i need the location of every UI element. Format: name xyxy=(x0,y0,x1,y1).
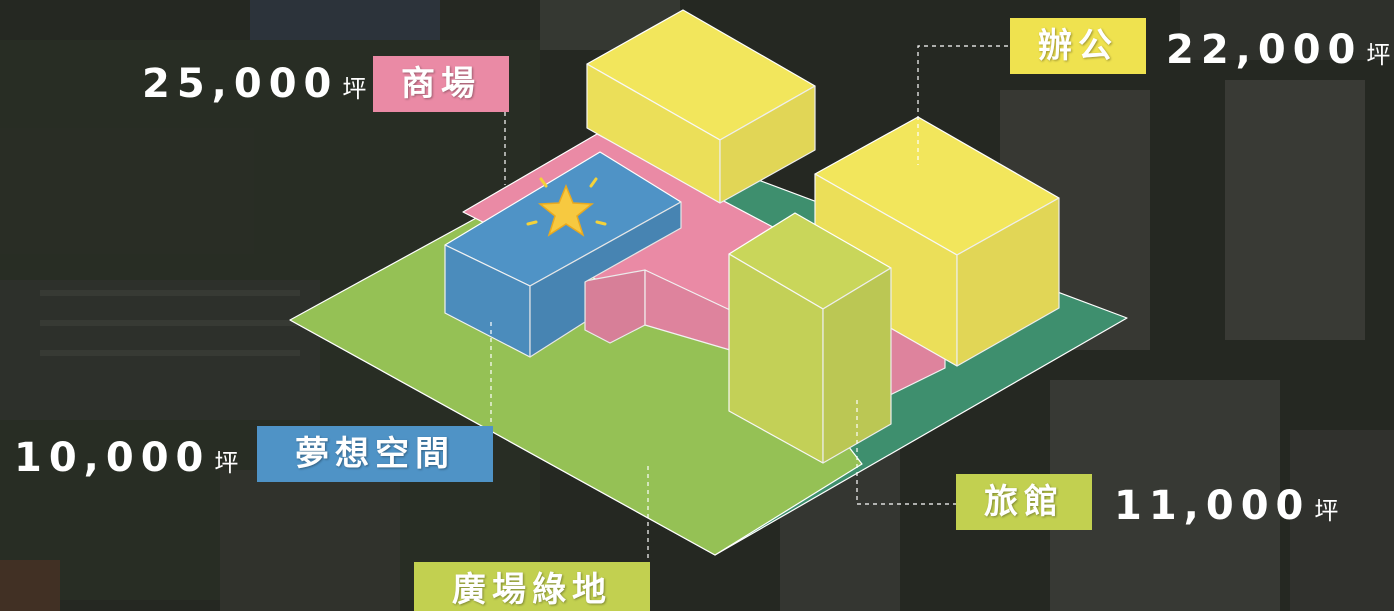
office-tag: 辦公 xyxy=(1010,18,1146,74)
dream-area-unit: 坪 xyxy=(214,449,239,477)
star-icon xyxy=(526,177,607,237)
dream-tag: 夢想空間 xyxy=(257,426,493,482)
hotel-tag: 旅館 xyxy=(956,474,1092,530)
hotel-area-unit: 坪 xyxy=(1314,497,1339,525)
leader-hotel xyxy=(856,398,957,505)
office-a-right xyxy=(719,85,816,204)
plaza-tag: 廣場綠地 xyxy=(414,562,650,611)
hotel-right xyxy=(822,267,892,464)
mall-area-unit: 坪 xyxy=(342,75,367,103)
office-b-right xyxy=(956,197,1060,367)
leader-office xyxy=(917,45,1008,165)
mall-tag: 商場 xyxy=(373,56,509,112)
dream-right xyxy=(529,201,682,358)
office-area-unit: 坪 xyxy=(1366,41,1391,69)
